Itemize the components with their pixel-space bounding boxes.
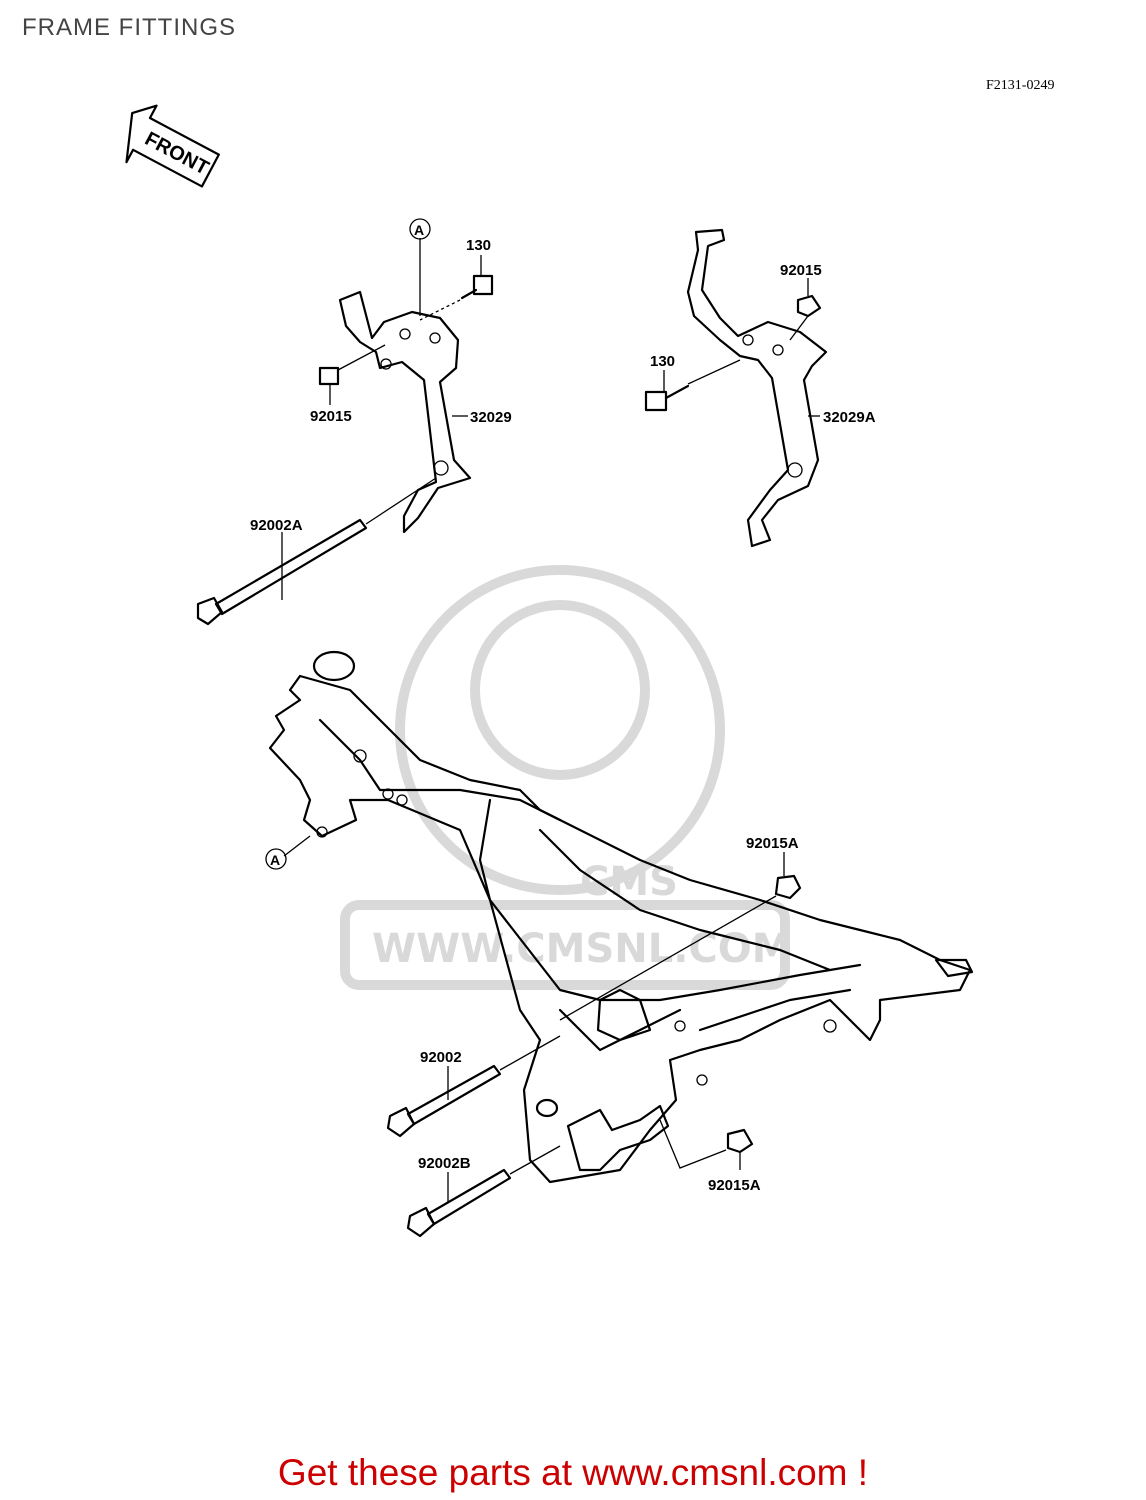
label-92015A-top: 92015A xyxy=(746,835,799,852)
watermark: WWW.CMSNL.COM CMS xyxy=(340,565,792,990)
label-32029A: 32029A xyxy=(823,409,876,426)
leader-lines xyxy=(281,238,820,1202)
marker-a-top: A xyxy=(409,218,431,240)
marker-a-frame: A xyxy=(265,848,287,870)
footer-link[interactable]: Get these parts at www.cmsnl.com ! xyxy=(277,1452,869,1493)
label-92015A-bottom: 92015A xyxy=(708,1177,761,1194)
label-130-left: 130 xyxy=(466,237,491,254)
motorcycle-frame xyxy=(268,650,974,1184)
parts-diagram: WWW.CMSNL.COM CMS FRONT xyxy=(125,104,974,1238)
bolt-92002B xyxy=(406,1145,561,1238)
label-92002B: 92002B xyxy=(418,1155,471,1172)
nut-92015-left xyxy=(318,344,386,386)
label-32029: 32029 xyxy=(470,409,512,426)
label-92015-left: 92015 xyxy=(310,408,352,425)
watermark-url: WWW.CMSNL.COM xyxy=(372,926,792,972)
bolt-130-right xyxy=(644,359,741,412)
nut-92015-right xyxy=(789,294,822,341)
bolt-92002A xyxy=(196,477,437,626)
watermark-logo-text: CMS xyxy=(580,859,678,905)
front-arrow: FRONT xyxy=(125,104,220,188)
marker-a-frame-label: A xyxy=(270,852,280,868)
bracket-32029 xyxy=(338,290,472,534)
diagram-code: F2131-0249 xyxy=(986,78,1055,93)
label-130-right: 130 xyxy=(650,353,675,370)
page-title: FRAME FITTINGS xyxy=(22,14,236,41)
label-92015-right: 92015 xyxy=(780,262,822,279)
marker-a-top-label: A xyxy=(414,222,424,238)
nut-92015A-bottom xyxy=(726,1128,754,1154)
label-92002A: 92002A xyxy=(250,517,303,534)
bolt-130-left xyxy=(419,274,494,321)
label-92002: 92002 xyxy=(420,1049,462,1066)
bolt-92002 xyxy=(386,1035,561,1138)
bracket-32029A xyxy=(686,228,828,548)
